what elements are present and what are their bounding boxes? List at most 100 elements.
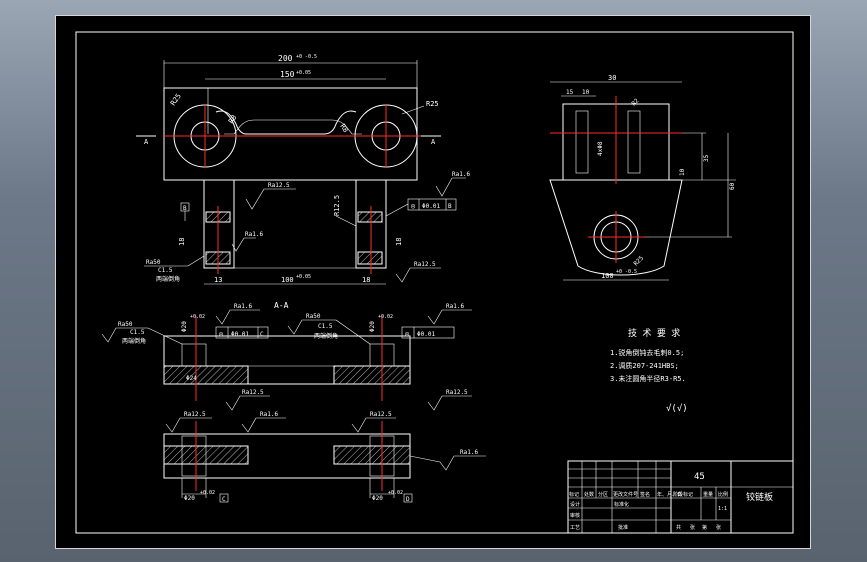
- front-dim-bottom-tol: +0.05: [296, 274, 311, 280]
- front-rough-right-top: Ra1.6: [452, 171, 470, 178]
- top-dim-center-tol: +0.05: [296, 70, 311, 76]
- section-rough-bottom-right: Ra1.6: [460, 449, 478, 456]
- side-dim-bottom-tol: +0 -0.5: [616, 269, 637, 275]
- title-label-stage: 阶段标记: [673, 491, 693, 498]
- top-r-right-outer: R25: [426, 100, 439, 108]
- top-view: 200 +0 -0.5 150 +0.05 R25 R8 R8 R25 A A: [136, 54, 441, 181]
- title-scale-value: 1:1: [718, 506, 727, 512]
- section-note-chamfer-mid: C1.5: [318, 323, 333, 330]
- title-sheet-total-label: 共: [676, 524, 681, 531]
- top-r-left-outer: R25: [169, 92, 183, 107]
- section-dim-bottom-right: Φ20: [372, 495, 383, 502]
- side-dim-15: 15: [566, 89, 574, 96]
- section-mark-right: A: [431, 138, 436, 146]
- side-dim-bottom: 100: [601, 272, 614, 280]
- section-view: A-A Ra50 C1.5 两端倒角 Φ20 +0.02 Φ24 ◎ Φ0.01…: [101, 301, 486, 503]
- section-fcf-left-value: Φ0.01: [231, 331, 249, 338]
- front-dim-left: 13: [214, 276, 222, 284]
- section-rough-mid-right: Ra12.5: [446, 389, 468, 396]
- title-sheet-unit-1: 张: [690, 524, 695, 531]
- side-dim-10b: 10: [679, 168, 686, 176]
- title-sheet-index-label: 第: [702, 524, 707, 531]
- tech-req-rough-symbol: √(√): [666, 403, 688, 414]
- title-material: 45: [694, 472, 705, 482]
- section-fcf-left-symbol: ◎: [219, 330, 224, 338]
- side-dim-35: 35: [703, 154, 710, 162]
- section-datum-left: C: [222, 496, 226, 503]
- side-view: 30 15 10 R2 4xΦ8 10 35 60 100 +0 -0.5 R2…: [549, 74, 736, 281]
- title-label-count: 处数: [584, 491, 594, 498]
- top-dim-overall: 200: [278, 54, 293, 63]
- section-dim-bottom-left: Φ20: [184, 495, 195, 502]
- front-fcf-value: Φ0.01: [422, 203, 440, 210]
- section-rough-low-right: Ra12.5: [370, 411, 392, 418]
- drawing-sheet: 200 +0 -0.5 150 +0.05 R25 R8 R8 R25 A A …: [55, 15, 811, 549]
- front-dim-height-right: 18: [395, 238, 403, 246]
- section-dim-bottom-left-tol: +0.02: [200, 490, 215, 496]
- side-dim-top: 30: [608, 74, 616, 82]
- title-block: 45 铰链板 标记 处数 分区 更改文件号 签名 年、月、日 设计 标准化 审核…: [567, 460, 794, 534]
- section-dim-top-right-tol: +0.02: [378, 314, 393, 320]
- front-dim-bottom: 100: [281, 276, 294, 284]
- title-label-weight: 重量: [703, 491, 713, 498]
- front-note-ra50: Ra50: [146, 259, 161, 266]
- inner-frame: [75, 31, 794, 534]
- front-rough-left-top: Ra12.5: [268, 182, 290, 189]
- section-rough-low-left: Ra12.5: [184, 411, 206, 418]
- title-label-change-doc: 更改文件号: [613, 491, 638, 498]
- section-note-ends-left: 两端倒角: [122, 337, 146, 345]
- title-label-design: 设计: [570, 501, 580, 508]
- side-dim-10: 10: [582, 89, 590, 96]
- top-dim-overall-tol: +0 -0.5: [296, 54, 317, 60]
- top-r-right-inner: R8: [338, 123, 349, 135]
- technical-requirements: 技 术 要 求 1.锐角倒钝去毛刺0.5; 2.调质207-241HBS; 3.…: [610, 327, 688, 414]
- tech-req-item-2: 2.调质207-241HBS;: [610, 361, 679, 370]
- section-fcf-left-ref: C: [260, 331, 264, 338]
- section-dim-mid-left: Φ24: [186, 375, 197, 382]
- title-label-mark: 标记: [569, 491, 579, 498]
- front-note-chamfer-ends: 两端倒角: [156, 275, 180, 283]
- section-dim-top-left: Φ20: [181, 321, 188, 332]
- section-fcf-right-symbol: ◎: [405, 330, 410, 338]
- side-r-bottom: R25: [632, 255, 645, 268]
- drawing-canvas: 200 +0 -0.5 150 +0.05 R25 R8 R8 R25 A A …: [75, 31, 794, 534]
- side-dim-r2: R2: [630, 97, 640, 107]
- section-dim-top-right: Φ20: [369, 321, 376, 332]
- tech-req-item-1: 1.锐角倒钝去毛刺0.5;: [610, 348, 684, 357]
- section-note-ra50-mid: Ra50: [306, 313, 321, 320]
- title-part-name: 铰链板: [746, 491, 773, 503]
- title-label-scale: 比例: [718, 491, 728, 498]
- section-rough-top-left: Ra1.6: [234, 303, 252, 310]
- front-view: 13 18 100 +0.05 18 18 R12.5 B Ra12.5 Ra1…: [144, 171, 470, 285]
- title-label-review: 审核: [570, 512, 580, 519]
- section-mark-left: A: [144, 138, 149, 146]
- front-rough-right-bottom: Ra12.5: [414, 261, 436, 268]
- side-dim-60: 60: [729, 182, 736, 190]
- side-dim-slot: 4xΦ8: [597, 141, 604, 156]
- title-label-zone: 分区: [598, 491, 608, 498]
- tech-req-title: 技 术 要 求: [628, 327, 680, 339]
- section-dim-top-left-tol: +0.02: [190, 314, 205, 320]
- front-datum: B: [183, 205, 187, 212]
- front-rough-left-mid: Ra1.6: [245, 231, 263, 238]
- title-label-process: 工艺: [570, 525, 580, 531]
- section-rough-low-mid: Ra1.6: [260, 411, 278, 418]
- section-rough-mid-left: Ra12.5: [242, 389, 264, 396]
- title-label-date: 年、月、日: [657, 491, 682, 498]
- front-fcf-ref: B: [448, 203, 452, 210]
- section-note-chamfer-left: C1.5: [130, 329, 145, 336]
- section-dim-bottom-right-tol: +0.02: [388, 490, 403, 496]
- section-title: A-A: [274, 301, 289, 310]
- title-label-approve: 批准: [618, 524, 628, 531]
- section-fcf-right-value: Φ0.01: [417, 331, 435, 338]
- section-note-ends-mid: 两端倒角: [314, 332, 338, 340]
- title-label-sign: 签名: [640, 491, 650, 498]
- title-sheet-unit-2: 张: [716, 524, 721, 531]
- front-fcf-symbol: ◎: [411, 202, 416, 210]
- title-label-standard: 标准化: [614, 501, 629, 508]
- top-dim-center: 150: [280, 70, 295, 79]
- front-chamfer: C1.5: [158, 267, 173, 274]
- front-dim-right: 18: [362, 276, 370, 284]
- section-datum-right: D: [406, 496, 410, 503]
- front-dim-height-left: 18: [178, 238, 186, 246]
